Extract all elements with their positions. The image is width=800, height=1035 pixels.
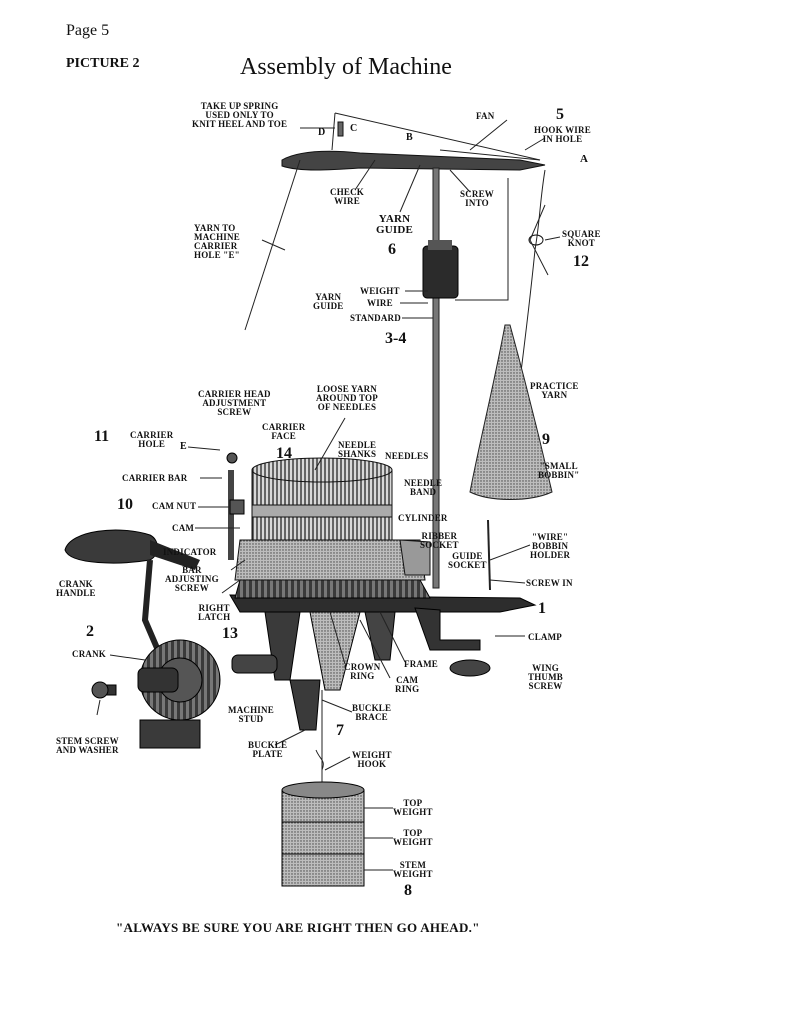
label-crank: CRANK xyxy=(72,649,106,659)
number-6: 6 xyxy=(388,241,396,258)
label-d: D xyxy=(318,127,326,138)
yarn-guide-arm xyxy=(244,112,546,331)
carrier-assembly xyxy=(226,452,245,560)
label-fan: FAN xyxy=(476,111,495,121)
number-7: 7 xyxy=(336,722,344,739)
footer-motto: "ALWAYS BE SURE YOU ARE RIGHT THEN GO AH… xyxy=(116,920,480,935)
label-carrier-bar: CARRIER BAR xyxy=(122,473,188,483)
number-1: 1 xyxy=(538,600,546,617)
number-11: 11 xyxy=(94,428,110,445)
weight-stack xyxy=(281,781,365,887)
label-c: C xyxy=(350,123,358,134)
page-number: Page 5 xyxy=(66,22,110,39)
label-a: A xyxy=(580,153,589,165)
label-cam: CAM xyxy=(172,523,195,533)
knitting-cylinder xyxy=(234,457,431,581)
number-9: 9 xyxy=(542,431,550,448)
yarn-line xyxy=(519,169,549,381)
label-cylinder: CYLINDER xyxy=(398,513,448,523)
machine-frame xyxy=(229,579,537,677)
label-clamp: CLAMP xyxy=(528,632,562,642)
number-14: 14 xyxy=(276,445,292,462)
number-10: 10 xyxy=(117,496,133,513)
number-13: 13 xyxy=(222,625,238,642)
number-5: 5 xyxy=(556,106,564,123)
stem-screw xyxy=(91,681,117,699)
practice-yarn-cone xyxy=(469,324,553,500)
number-8: 8 xyxy=(404,882,412,899)
label-screw-in: SCREW IN xyxy=(526,578,573,588)
number-12: 12 xyxy=(573,253,589,270)
number-3-4: 3-4 xyxy=(385,330,407,347)
picture-label: PICTURE 2 xyxy=(66,56,140,71)
label-cam-nut: CAM NUT xyxy=(152,501,197,511)
crank-assembly xyxy=(64,529,221,749)
leader-lines xyxy=(96,119,561,871)
page-title: Assembly of Machine xyxy=(240,54,452,80)
label-standard: STANDARD xyxy=(350,313,401,323)
label-wire: WIRE xyxy=(367,298,393,308)
label-indicator: INDICATOR xyxy=(163,547,217,557)
buckle-parts xyxy=(289,679,324,790)
label-needles: NEEDLES xyxy=(385,451,429,461)
label-e: E xyxy=(180,441,187,452)
label-frame: FRAME xyxy=(404,659,438,669)
label-b: B xyxy=(406,132,413,143)
machine-legs xyxy=(231,611,396,691)
standard-pole xyxy=(422,167,509,589)
label-weight: WEIGHT xyxy=(360,286,400,296)
number-2: 2 xyxy=(86,623,94,640)
